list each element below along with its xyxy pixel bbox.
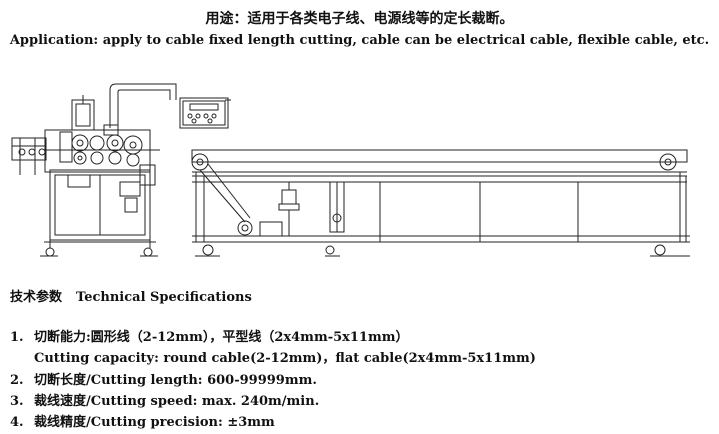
spec-text: 切断长度/Cutting length: 600-99999mm. [34,373,317,388]
spec-text-zh: 切断能力:圆形线（2-12mm），平型线（2x4mm-5x11mm） [34,330,409,345]
spec-heading-zh: 技术参数 [10,290,63,305]
spec-number: 2. [10,373,24,388]
spec-item-1: 1. 切断能力:圆形线（2-12mm），平型线（2x4mm-5x11mm） [10,326,409,345]
spec-item-4: 4. 裁线精度/Cutting precision: ±3mm [10,411,275,430]
cutting-machine-drawing [11,95,160,257]
conveyor-drawing [191,149,690,257]
spec-item-1-en: Cutting capacity: round cable(2-12mm)，fl… [34,351,536,366]
spec-number: 1. [10,330,24,345]
spec-item-2: 2. 切断长度/Cutting length: 600-99999mm. [10,369,317,388]
machine-drawing [11,83,690,257]
spec-heading: 技术参数 Technical Specifications [10,286,252,305]
spec-heading-en: Technical Specifications [76,290,252,305]
title-chinese: 用途：适用于各类电子线、电源线等的定长裁断。 [205,11,514,27]
spec-text: 裁线速度/Cutting speed: max. 240m/min. [34,394,320,409]
spec-number: 3. [10,394,24,409]
spec-item-3: 3. 裁线速度/Cutting speed: max. 240m/min. [10,390,319,409]
title-english: Application: apply to cable fixed length… [9,33,710,48]
control-box-drawing [179,97,231,129]
spec-number: 4. [10,415,24,430]
overhead-pipe [109,83,177,128]
spec-text: 裁线精度/Cutting precision: ±3mm [34,415,275,430]
